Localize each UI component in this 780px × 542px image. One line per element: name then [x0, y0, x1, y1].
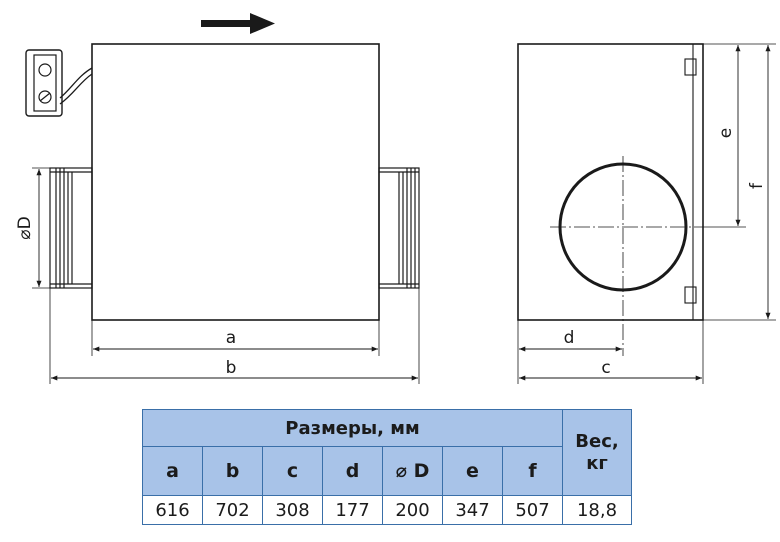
- front-view-body: [91, 43, 380, 321]
- label-e: e: [716, 128, 736, 138]
- table-cell: 702: [202, 495, 263, 525]
- table-header-dimensions: Размеры, мм: [142, 409, 563, 447]
- column-header: c: [262, 446, 323, 496]
- arrow-right-icon: [201, 13, 275, 34]
- table-cell: 507: [502, 495, 563, 525]
- side-view-body: [517, 43, 704, 321]
- column-header: e: [442, 446, 503, 496]
- latch-top: [684, 58, 697, 76]
- front-view: [25, 43, 420, 384]
- dimensions-table: Размеры, мм Вес, кг a b c d ⌀ D e f 616 …: [142, 409, 632, 525]
- right-spigot: [378, 167, 420, 289]
- table-column-headers: a b c d ⌀ D e f: [142, 446, 632, 496]
- label-d: d: [564, 328, 575, 348]
- technical-drawing: a b ⌀D d c e f: [15, 13, 776, 384]
- latch-bottom: [684, 286, 697, 304]
- column-header: ⌀ D: [382, 446, 443, 496]
- column-header: a: [142, 446, 203, 496]
- table-row: 616 702 308 177 200 347 507 18,8: [142, 495, 632, 525]
- table-cell: 616: [142, 495, 203, 525]
- label-f: f: [747, 182, 767, 189]
- label-D: ⌀D: [15, 216, 35, 239]
- label-c: c: [601, 358, 610, 378]
- junction-box: [25, 49, 93, 117]
- label-b: b: [226, 358, 237, 378]
- table-cell: 347: [442, 495, 503, 525]
- table-cell: 177: [322, 495, 383, 525]
- column-header: b: [202, 446, 263, 496]
- left-spigot: [49, 167, 93, 289]
- column-header: d: [322, 446, 383, 496]
- table-header-weight: Вес, кг: [562, 409, 632, 496]
- table-cell: 308: [262, 495, 323, 525]
- label-a: a: [226, 328, 236, 348]
- table-cell-weight: 18,8: [562, 495, 632, 525]
- side-view: [517, 43, 776, 384]
- column-header: f: [502, 446, 563, 496]
- table-cell: 200: [382, 495, 443, 525]
